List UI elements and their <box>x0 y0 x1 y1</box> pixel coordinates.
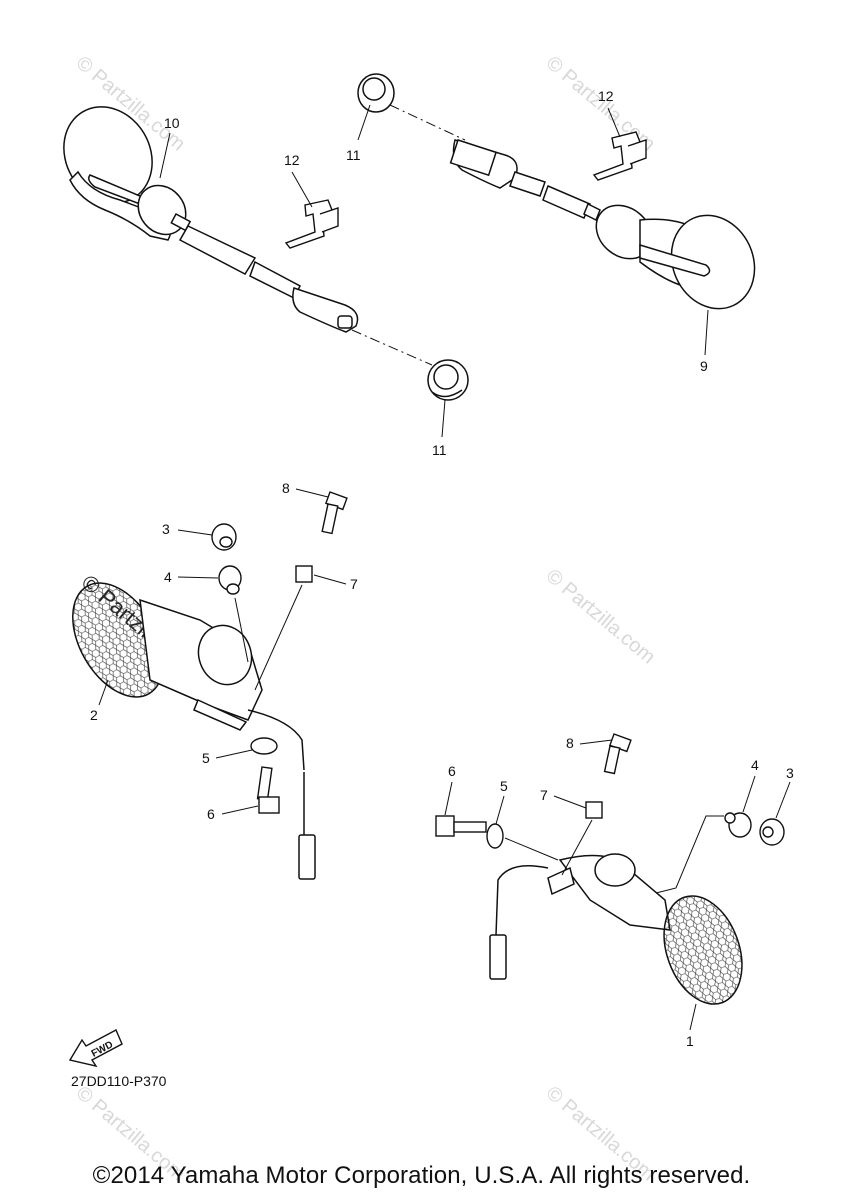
rubber-4-right <box>724 812 752 838</box>
callout-10: 10 <box>164 115 180 131</box>
leader-line <box>254 584 303 691</box>
bolt-6-left <box>256 766 280 814</box>
callout-6: 6 <box>448 763 456 779</box>
callout-labels: 10 12 11 12 9 11 8 3 4 7 2 5 6 8 6 5 7 4… <box>90 88 794 1049</box>
flasher-10 <box>63 106 359 333</box>
leader-line <box>655 815 724 894</box>
callout-12: 12 <box>284 152 300 168</box>
callouts <box>98 104 791 1031</box>
washer-5-right <box>486 823 504 849</box>
callout-2: 2 <box>90 707 98 723</box>
clip-12-left <box>284 199 339 249</box>
callout-5: 5 <box>202 750 210 766</box>
callout-4: 4 <box>164 569 172 585</box>
grommet-11-upper <box>357 73 395 113</box>
grommet-11-lower <box>427 359 469 401</box>
callout-7: 7 <box>540 787 548 803</box>
watermark: © Partzilla.com <box>542 565 659 668</box>
callout-8: 8 <box>566 735 574 751</box>
cap-3-right <box>759 818 785 846</box>
callout-8: 8 <box>282 480 290 496</box>
callout-1: 1 <box>686 1033 694 1049</box>
callout-3: 3 <box>786 765 794 781</box>
clip-12-right <box>592 131 647 181</box>
leader-line <box>504 837 559 861</box>
cap-3-left <box>211 523 237 551</box>
callout-5: 5 <box>500 778 508 794</box>
rubber-4-left <box>218 565 242 595</box>
collar-7-left <box>295 565 313 583</box>
washer-5-left <box>250 737 278 755</box>
callout-12: 12 <box>598 88 614 104</box>
flasher-1 <box>489 853 743 1005</box>
diagram-code: 27DD110-P370 <box>71 1073 167 1089</box>
leader-line <box>389 104 466 141</box>
leader-line <box>351 329 433 366</box>
bolt-8-right <box>603 733 632 775</box>
bolt-8-left <box>321 491 348 535</box>
callout-6: 6 <box>207 806 215 822</box>
collar-7-right <box>585 801 603 819</box>
callout-11: 11 <box>346 147 361 163</box>
callout-3: 3 <box>162 521 170 537</box>
leader-line <box>561 819 593 876</box>
leader-line <box>234 597 249 663</box>
callout-9: 9 <box>700 358 708 374</box>
callout-11: 11 <box>432 442 447 458</box>
flasher-9 <box>449 139 756 310</box>
fwd-arrow-icon: FWD <box>68 1029 123 1068</box>
copyright-notice: ©2014 Yamaha Motor Corporation, U.S.A. A… <box>92 1162 751 1189</box>
flasher-2 <box>72 582 316 880</box>
bolt-6-right <box>435 815 487 837</box>
callout-7: 7 <box>350 576 358 592</box>
callout-4: 4 <box>751 757 759 773</box>
